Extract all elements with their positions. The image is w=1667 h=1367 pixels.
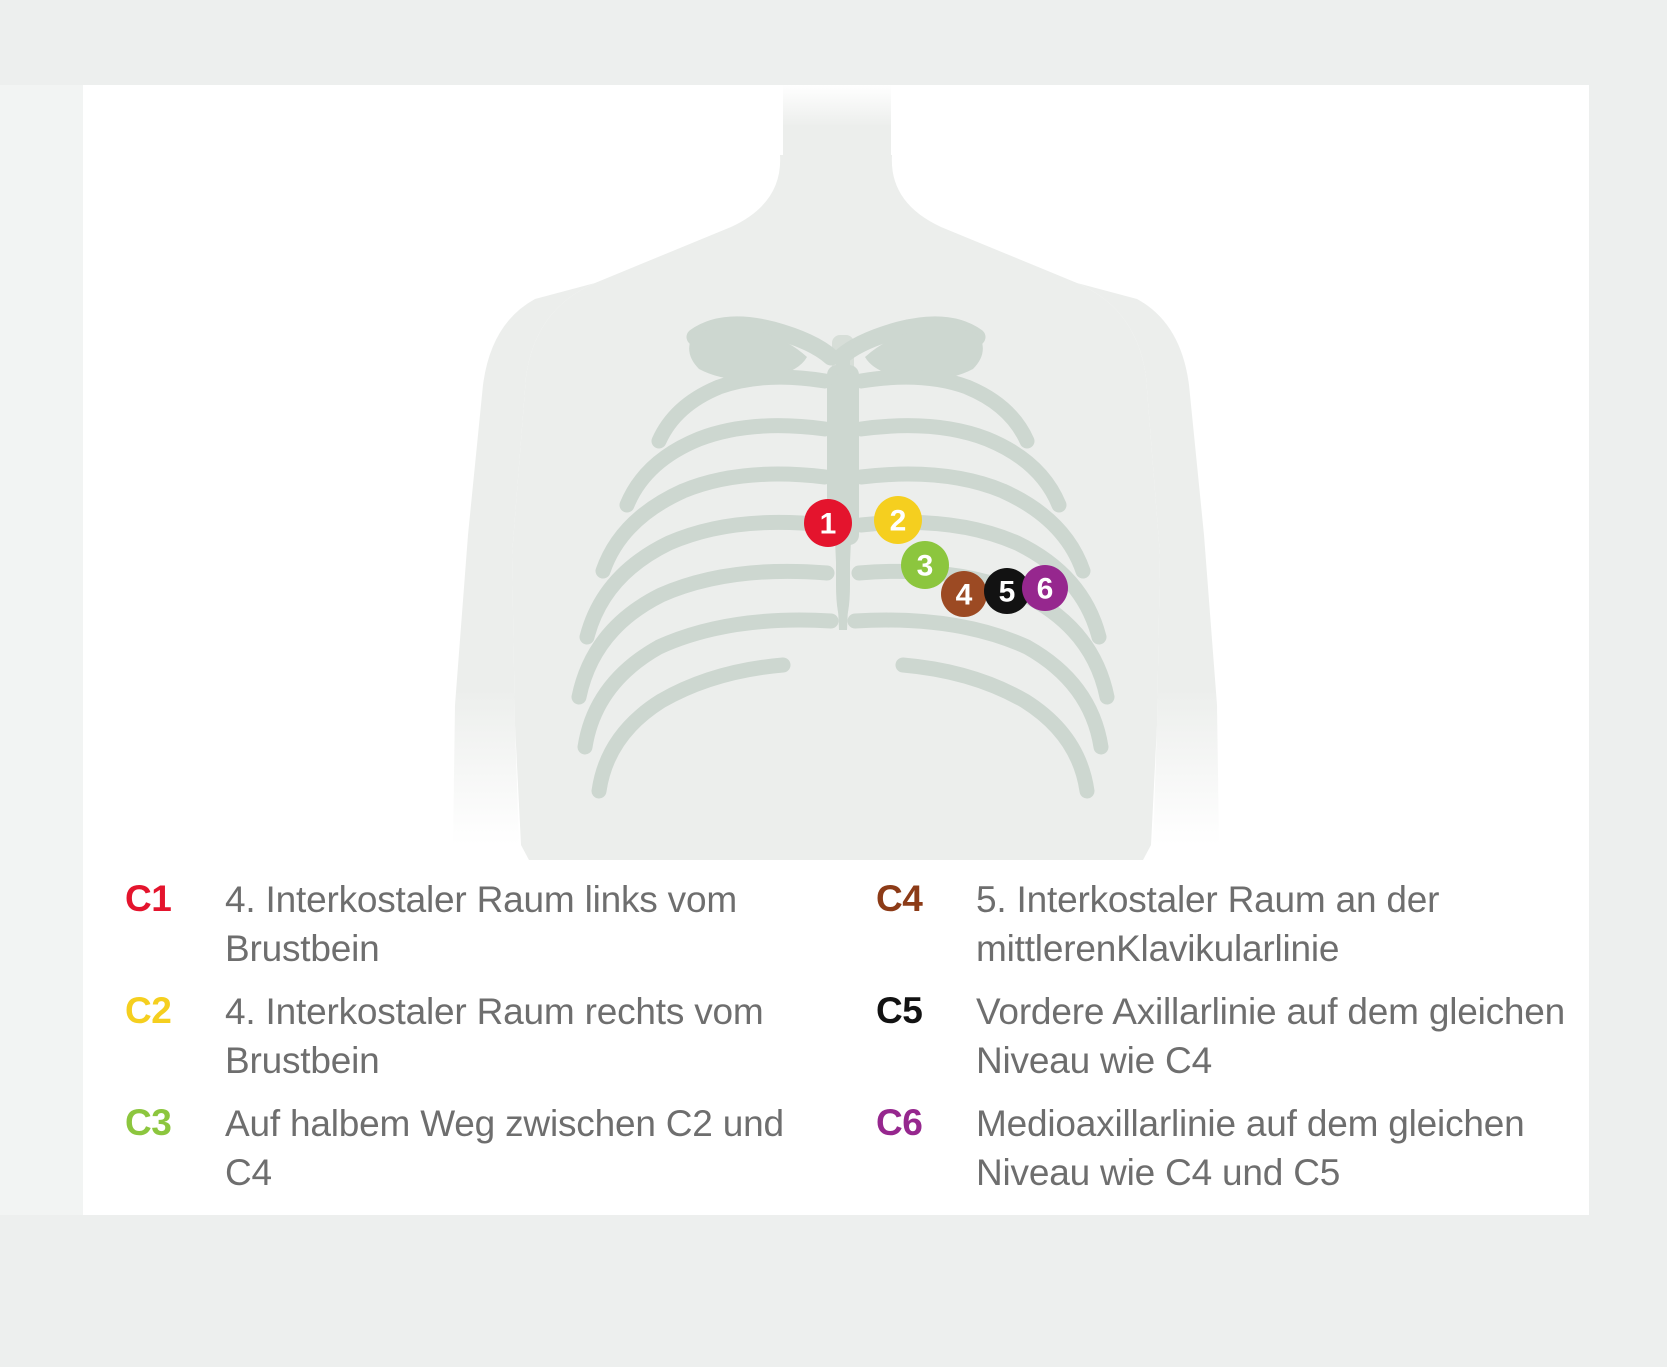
arms-shape: [453, 283, 1219, 845]
marker-4-number: 4: [956, 579, 973, 612]
legend-description-c5: Vordere Axillarlinie auf dem gleichen Ni…: [976, 991, 1566, 1081]
electrode-marker-2[interactable]: 2: [874, 496, 922, 544]
marker-5-circle: [984, 568, 1030, 614]
electrode-marker-3[interactable]: 3: [901, 541, 949, 589]
legend-description-c3: Auf halbem Weg zwischen C2 und C4: [225, 1103, 784, 1193]
electrode-marker-4[interactable]: 4: [941, 571, 987, 617]
electrode-marker-6[interactable]: 6: [1022, 565, 1068, 611]
legend-item-c3: C3 Auf halbem Weg zwischen C2 und C4: [125, 1099, 836, 1197]
electrode-marker-1[interactable]: 1: [804, 499, 852, 547]
legend-code-c4: C4: [876, 878, 923, 919]
legend-item-c4: C4 5. Interkostaler Raum an der mittlere…: [876, 875, 1589, 973]
legend-code-c6: C6: [876, 1102, 923, 1143]
chest-anatomy-illustration: 1 2 3 4: [453, 85, 1219, 860]
legend-column-left: C1 4. Interkostaler Raum links vom Brust…: [83, 875, 836, 1197]
legend-code-c5: C5: [876, 990, 923, 1031]
legend-description-c4: 5. Interkostaler Raum an der mittlerenKl…: [976, 879, 1440, 969]
content-card: 1 2 3 4: [83, 85, 1589, 1215]
legend-column-right: C4 5. Interkostaler Raum an der mittlere…: [836, 875, 1589, 1197]
ribcage-shape: [571, 316, 1115, 799]
legend-description-c6: Medioaxillarlinie auf dem gleichen Nivea…: [976, 1103, 1525, 1193]
marker-1-number: 1: [820, 508, 837, 541]
marker-6-number: 6: [1037, 573, 1054, 606]
electrode-legend: C1 4. Interkostaler Raum links vom Brust…: [83, 875, 1589, 1197]
marker-1-circle: [804, 499, 852, 547]
legend-item-c6: C6 Medioaxillarlinie auf dem gleichen Ni…: [876, 1099, 1589, 1197]
marker-2-number: 2: [890, 505, 907, 538]
legend-description-c1: 4. Interkostaler Raum links vom Brustbei…: [225, 879, 737, 969]
legend-item-c2: C2 4. Interkostaler Raum rechts vom Brus…: [125, 987, 836, 1085]
marker-2-circle: [874, 496, 922, 544]
legend-item-c1: C1 4. Interkostaler Raum links vom Brust…: [125, 875, 836, 973]
marker-5-number: 5: [999, 576, 1016, 609]
marker-4-circle: [941, 571, 987, 617]
electrode-marker-5[interactable]: 5: [984, 568, 1030, 614]
marker-3-circle: [901, 541, 949, 589]
legend-code-c3: C3: [125, 1102, 172, 1143]
left-edge-strip: [0, 85, 83, 1215]
marker-6-circle: [1022, 565, 1068, 611]
legend-description-c2: 4. Interkostaler Raum rechts vom Brustbe…: [225, 991, 764, 1081]
legend-code-c1: C1: [125, 878, 172, 919]
legend-code-c2: C2: [125, 990, 172, 1031]
marker-3-number: 3: [917, 550, 934, 583]
electrode-markers-group: 1 2 3 4: [804, 496, 1068, 617]
legend-item-c5: C5 Vordere Axillarlinie auf dem gleichen…: [876, 987, 1589, 1085]
torso-figure-area: 1 2 3 4: [83, 85, 1589, 860]
